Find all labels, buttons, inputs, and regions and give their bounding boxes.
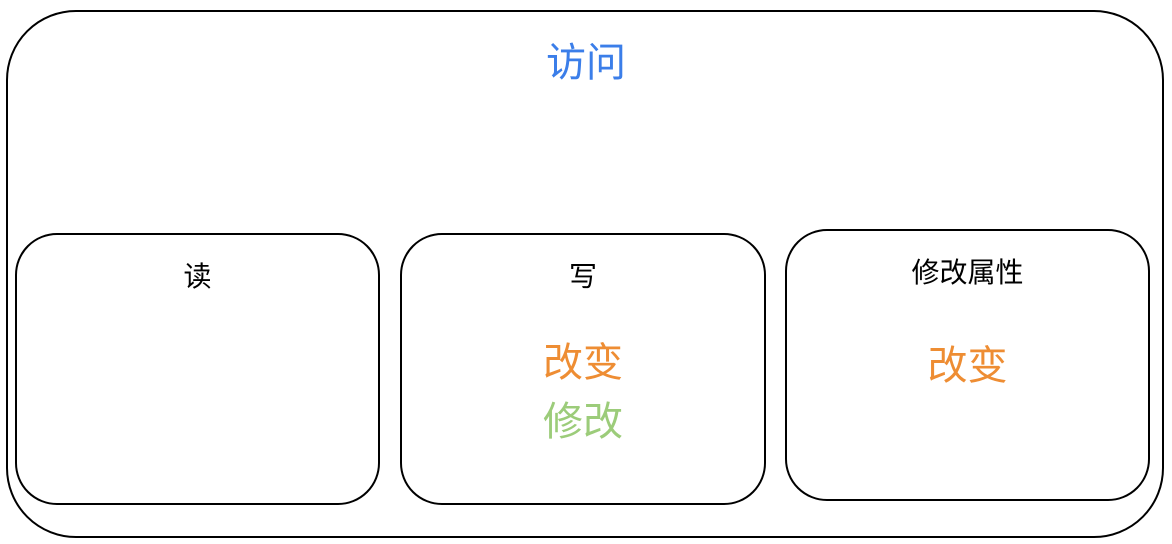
read-box-title: 读 <box>183 260 212 293</box>
modify-attribute-box: 修改属性 改变 <box>785 229 1150 501</box>
write-change-label: 改变 <box>543 340 623 386</box>
write-box-title: 写 <box>568 260 597 293</box>
modify-attribute-box-title: 修改属性 <box>911 256 1024 289</box>
attribute-change-label: 改变 <box>927 343 1008 389</box>
access-container <box>6 10 1164 538</box>
write-box: 写 改变 修改 <box>400 233 766 505</box>
write-modify-label: 修改 <box>543 399 623 445</box>
access-title: 访问 <box>546 40 626 86</box>
read-box: 读 <box>15 233 380 505</box>
